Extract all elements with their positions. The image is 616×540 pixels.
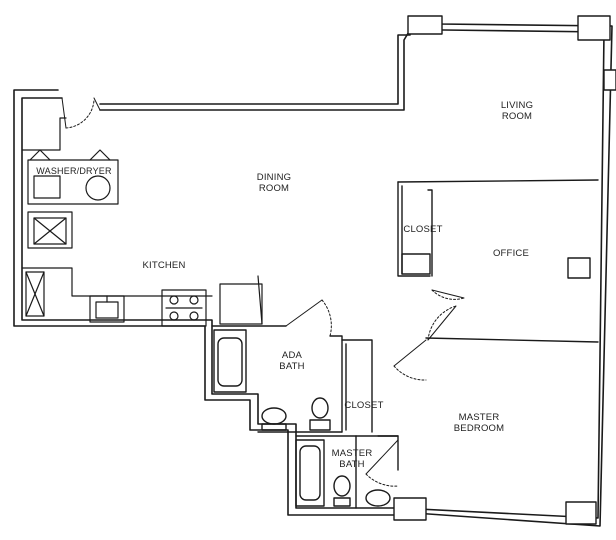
exterior-walls	[13, 21, 613, 527]
living-room-label: LIVING ROOM	[494, 100, 540, 122]
kitchen-label-text: KITCHEN	[142, 260, 186, 271]
office-walls	[397, 179, 599, 277]
ada-bath-label: ADA BATH	[272, 350, 312, 372]
bath-closet-label-text: CLOSET	[344, 400, 384, 411]
master-bath-label: MASTER BATH	[328, 448, 376, 470]
ada-bath-walls	[211, 325, 343, 433]
washer-dryer-label: WASHER/DRYER	[28, 166, 120, 177]
washer-dryer-unit	[27, 149, 119, 205]
kitchen-label: KITCHEN	[138, 260, 190, 271]
master-bath-door	[365, 439, 399, 487]
ada-bath-door	[285, 299, 332, 337]
bedroom-door	[393, 339, 427, 381]
ada-bath-label-line2: BATH	[279, 361, 305, 372]
dining-room-label-line2: ROOM	[258, 183, 290, 194]
dining-room-label: DINING ROOM	[252, 172, 296, 194]
washer-dryer-label-text: WASHER/DRYER	[36, 166, 112, 176]
master-bath-walls	[295, 435, 399, 509]
bath-closet-walls	[341, 339, 373, 433]
ada-bath-label-line1: ADA	[281, 350, 303, 361]
office-door	[427, 289, 465, 341]
entry-closet	[21, 117, 67, 151]
bedroom-walls	[425, 337, 599, 343]
master-bath-label-line1: MASTER	[331, 448, 373, 459]
bath-closet-label: CLOSET	[340, 400, 388, 411]
kitchen-counter	[21, 267, 213, 323]
window-blocks	[393, 15, 616, 525]
master-bedroom-label: MASTER BEDROOM	[448, 412, 510, 434]
master-bath-label-line2: BATH	[339, 459, 365, 470]
dining-room-label-line1: DINING	[256, 172, 292, 183]
stove	[161, 289, 207, 327]
refrigerator	[219, 275, 263, 325]
office-label-text: OFFICE	[492, 248, 530, 259]
office-closet-label-text: CLOSET	[403, 224, 443, 235]
master-bedroom-label-line2: BEDROOM	[453, 423, 505, 434]
office-label: OFFICE	[488, 248, 534, 259]
entry-door	[61, 97, 101, 129]
appliance-box	[27, 211, 73, 249]
living-room-label-line1: LIVING	[500, 100, 534, 111]
office-closet-label: CLOSET	[400, 224, 446, 235]
living-room-label-line2: ROOM	[501, 111, 533, 122]
master-bedroom-label-line1: MASTER	[458, 412, 500, 423]
